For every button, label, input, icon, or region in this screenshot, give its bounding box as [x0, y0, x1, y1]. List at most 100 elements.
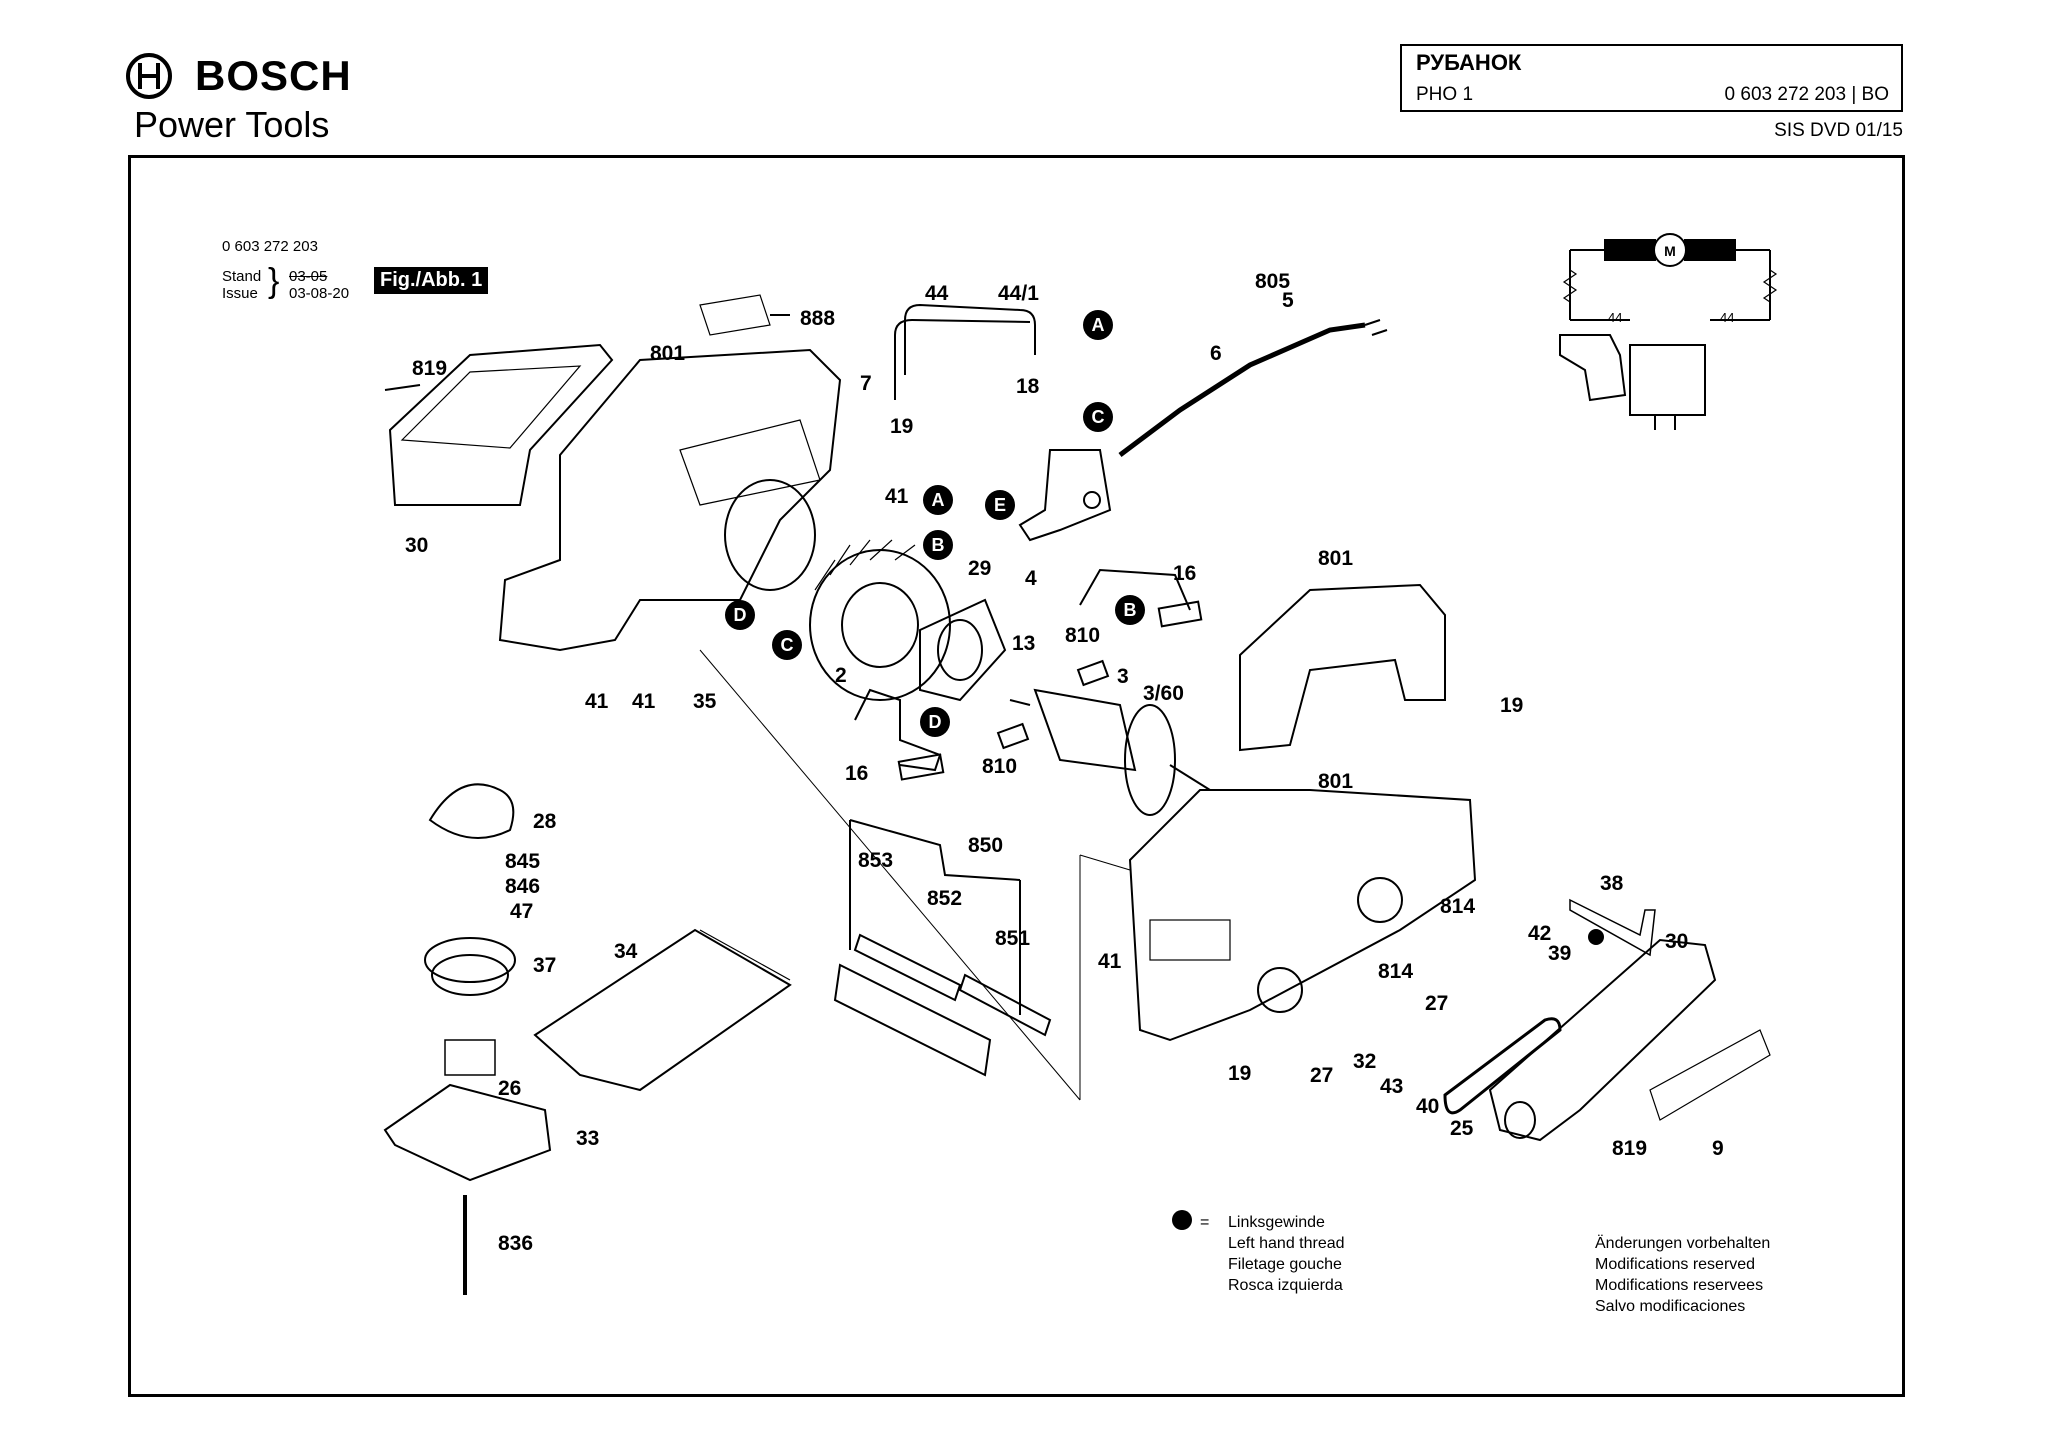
modifications-block: Änderungen vorbehalten Modifications res…: [1595, 1233, 1770, 1317]
cutter-drum-850: [833, 819, 1052, 1077]
callout-B2: B: [1124, 600, 1137, 620]
part-44-1: 44/1: [998, 282, 1039, 305]
part-9: 9: [1712, 1137, 1724, 1160]
legend-line-fr: Filetage gouche: [1228, 1256, 1342, 1273]
part-27: 27: [1425, 992, 1448, 1015]
motor-symbol: M: [1664, 243, 1676, 259]
shoe-33: [383, 1083, 552, 1182]
base-plate-34: [533, 928, 792, 1092]
leader-line: [699, 649, 1081, 1101]
belt-25: [1443, 1017, 1562, 1115]
part-41: 41: [885, 485, 909, 508]
part-801: 801: [1318, 770, 1353, 793]
part-28: 28: [533, 810, 557, 833]
part-801: 801: [650, 342, 685, 365]
part-836: 836: [498, 1232, 533, 1255]
part-25: 25: [1450, 1117, 1474, 1140]
circuit-label-44-right: 44: [1720, 310, 1734, 325]
part-32: 32: [1353, 1050, 1376, 1073]
callout-A2: A: [932, 490, 945, 510]
callout-C2: C: [781, 635, 794, 655]
part-2: 2: [835, 664, 847, 687]
article-number: 0 603 272 203: [222, 238, 318, 255]
part-33: 33: [576, 1127, 599, 1150]
part-labels: 888 819 801 30 44 44/1 805 5 6 7 19 18 4…: [405, 270, 1724, 1255]
subbrand: Power Tools: [134, 104, 330, 145]
part-19: 19: [1500, 694, 1523, 717]
callout-B1: B: [932, 535, 945, 555]
callout-C1: C: [1092, 407, 1105, 427]
part-845: 845: [505, 850, 540, 873]
callouts: A C A B E D C B D: [725, 310, 1145, 737]
part-41: 41: [1098, 950, 1122, 973]
brush-holder-16-top: [1079, 568, 1191, 611]
part-851: 851: [995, 927, 1030, 950]
legend-dot: [1172, 1210, 1192, 1230]
part-47: 47: [510, 900, 533, 923]
part-19: 19: [1228, 1062, 1251, 1085]
diagram-frame: [128, 155, 1905, 1397]
knob-37: [424, 937, 516, 983]
part-819: 819: [1612, 1137, 1647, 1160]
part-37: 37: [533, 954, 556, 977]
part-814: 814: [1378, 960, 1413, 983]
part-6: 6: [1210, 342, 1222, 365]
modifications-line-fr: Modifications reservees: [1595, 1277, 1764, 1294]
source-ref: SIS DVD 01/15: [1774, 120, 1903, 141]
brace-icon: }: [268, 262, 280, 300]
part-805: 805: [1255, 270, 1290, 293]
label-888: [699, 294, 771, 336]
part-853: 853: [858, 849, 893, 872]
part-16: 16: [845, 762, 868, 785]
stand-date: 03-05: [289, 268, 328, 285]
issue-date: 03-08-20: [289, 285, 350, 302]
legend-block: Linksgewinde Left hand thread Filetage g…: [1228, 1212, 1345, 1296]
bosch-logo-icon: [126, 53, 172, 99]
model-name: PHO 1: [1416, 84, 1474, 105]
part-852: 852: [927, 887, 962, 910]
part-30: 30: [405, 534, 428, 557]
callout-D2: D: [929, 712, 942, 732]
part-3: 3: [1117, 665, 1129, 688]
part-13: 13: [1012, 632, 1035, 655]
part-888: 888: [800, 307, 835, 330]
baffle-29: [919, 598, 1007, 702]
part-5: 5: [1282, 289, 1294, 312]
product-title: РУБАНОК: [1416, 50, 1522, 75]
part-42: 42: [1528, 922, 1551, 945]
part-29: 29: [968, 557, 991, 580]
part-18: 18: [1016, 375, 1040, 398]
circuit-label-44-left: 44: [1608, 310, 1622, 325]
title-box: РУБАНОК PHO 1 0 603 272 203 | BO: [1400, 44, 1903, 112]
housing-801-lower: [1128, 789, 1477, 1042]
part-846: 846: [505, 875, 540, 898]
callout-D1: D: [734, 605, 747, 625]
part-41: 41: [632, 690, 656, 713]
modifications-line-en: Modifications reserved: [1595, 1256, 1756, 1273]
part-44: 44: [925, 282, 949, 305]
legend-line-en: Left hand thread: [1228, 1235, 1345, 1252]
left-hand-thread-dot: [1588, 929, 1604, 945]
housing-801-upper: [498, 348, 842, 652]
knob-28: [428, 783, 515, 839]
part-801: 801: [1318, 547, 1353, 570]
legend-line-es: Rosca izquierda: [1228, 1277, 1343, 1294]
part-38: 38: [1600, 872, 1624, 895]
part-7: 7: [860, 372, 872, 395]
part-3-60: 3/60: [1143, 682, 1184, 705]
part-number: 0 603 272 203 | BO: [1724, 84, 1889, 105]
part-27: 27: [1310, 1064, 1333, 1087]
handle-801-right: [1239, 583, 1446, 752]
stator-2: [809, 549, 951, 701]
part-40: 40: [1416, 1095, 1439, 1118]
issue-label: Issue: [222, 285, 258, 302]
modifications-line-de: Änderungen vorbehalten: [1595, 1235, 1771, 1252]
part-43: 43: [1380, 1075, 1403, 1098]
switch-4: [1018, 449, 1112, 542]
part-34: 34: [614, 940, 638, 963]
part-810: 810: [982, 755, 1017, 778]
part-26: 26: [498, 1077, 521, 1100]
allen-key-38: [1569, 898, 1656, 957]
part-16: 16: [1173, 562, 1196, 585]
